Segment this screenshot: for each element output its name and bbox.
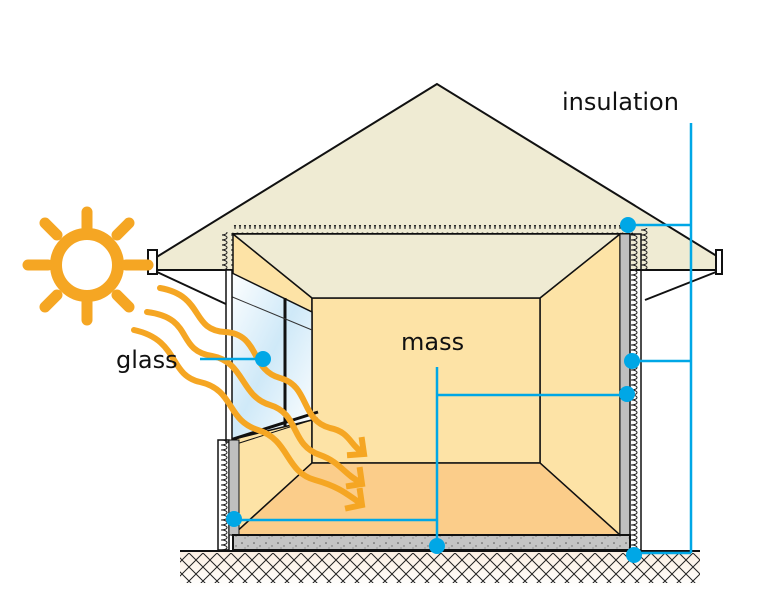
mass-dot-wall xyxy=(619,386,635,402)
sun-ray-2 xyxy=(144,309,363,485)
left-soffit xyxy=(156,271,229,306)
glass-dot xyxy=(255,351,271,367)
ground xyxy=(180,550,700,588)
sun-ray-3 xyxy=(131,327,363,506)
right-soffit xyxy=(644,271,717,301)
left-lower-wall xyxy=(217,439,240,551)
sun-icon xyxy=(22,206,154,326)
sun-rays xyxy=(131,285,365,506)
arrowhead-2 xyxy=(345,466,366,490)
mass-dot-slab xyxy=(429,538,445,554)
right-fascia xyxy=(715,249,723,275)
insulation-callout xyxy=(628,123,693,555)
sun-ray-arrowheads xyxy=(344,436,368,512)
insulation-label: insulation xyxy=(562,88,679,116)
mass-callout xyxy=(233,367,627,546)
sun-ray-1 xyxy=(157,285,365,455)
arrowhead-3 xyxy=(344,487,366,512)
mass-label: mass xyxy=(401,328,464,356)
glass-label: glass xyxy=(116,346,178,374)
insulation-dot-foundation xyxy=(626,547,642,563)
arrowhead-1 xyxy=(346,436,368,459)
ceiling xyxy=(230,233,623,299)
glass-callout xyxy=(200,351,271,367)
insulation-dot-ceiling xyxy=(620,217,636,233)
mass-dot-left-wall xyxy=(226,511,242,527)
insulation-dot-wall xyxy=(624,353,640,369)
